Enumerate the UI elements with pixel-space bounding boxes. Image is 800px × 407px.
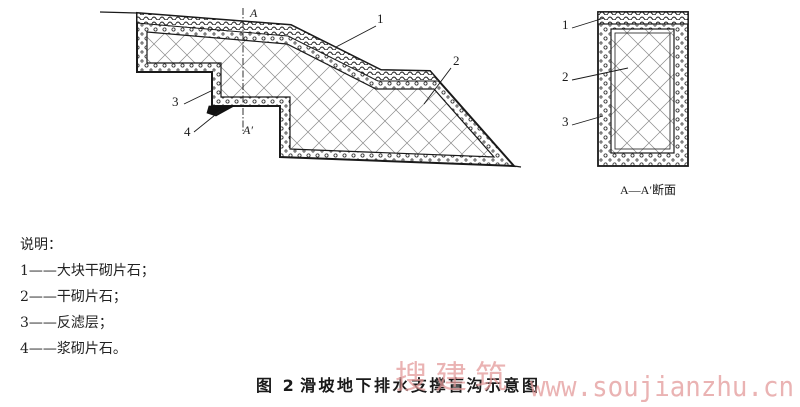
section-callout-3: 3 [562,114,569,129]
profile-callout-1: 1 [377,11,384,26]
figure-title: 滑坡地下排水支撑盲沟示意图 [300,376,541,395]
section-mark-top: A [249,6,258,20]
profile-leader-2 [423,67,452,105]
legend-item: 2——干砌片石； [20,289,127,305]
watermark-url: www.soujianzhu.cn [530,370,794,403]
section-callout-1: 1 [562,17,569,32]
section-dry-rubble-fill [610,28,675,154]
legend-item: 4——浆砌片石。 [20,341,127,357]
section-leader-2 [571,67,629,81]
profile-callout-4: 4 [184,124,191,139]
watermark-brand: 搜建筑 [395,358,515,396]
section-leader-3 [571,115,604,126]
legend-heading: 说明： [20,237,62,253]
profile-callout-2: 2 [453,53,460,68]
profile-drawing: A A′ 1 2 3 4 [99,6,522,168]
profile-dry-rubble-fill [146,31,496,158]
profile-large-rubble-top-layer [136,12,441,82]
profile-callout-3: 3 [172,94,179,109]
legend: 说明： 1——大块干砌片石； 2——干砌片石； 3——反滤层； 4——浆砌片石。 [20,237,155,357]
section-large-rubble-top-layer [597,11,689,25]
section-caption: A—A′断面 [620,182,676,197]
figure-caption: 图 2 滑坡地下排水支撑盲沟示意图 [256,376,541,395]
section-leader-1 [571,17,605,29]
profile-leader-3 [183,89,214,105]
watermark: 搜建筑 www.soujianzhu.cn [395,358,794,403]
figure-number: 图 2 [256,376,296,395]
cross-section-drawing: 1 2 3 A—A′断面 [562,11,689,197]
ground-line-left [99,11,138,14]
legend-item: 1——大块干砌片石； [20,263,155,279]
profile-mortar-rubble-wedge [206,105,236,117]
profile-leader-4 [193,110,221,133]
profile-leader-1 [335,25,377,48]
section-callout-2: 2 [562,69,569,84]
section-inner-border [614,32,671,150]
section-mark-bottom: A′ [242,123,253,137]
legend-item: 3——反滤层； [20,315,113,331]
